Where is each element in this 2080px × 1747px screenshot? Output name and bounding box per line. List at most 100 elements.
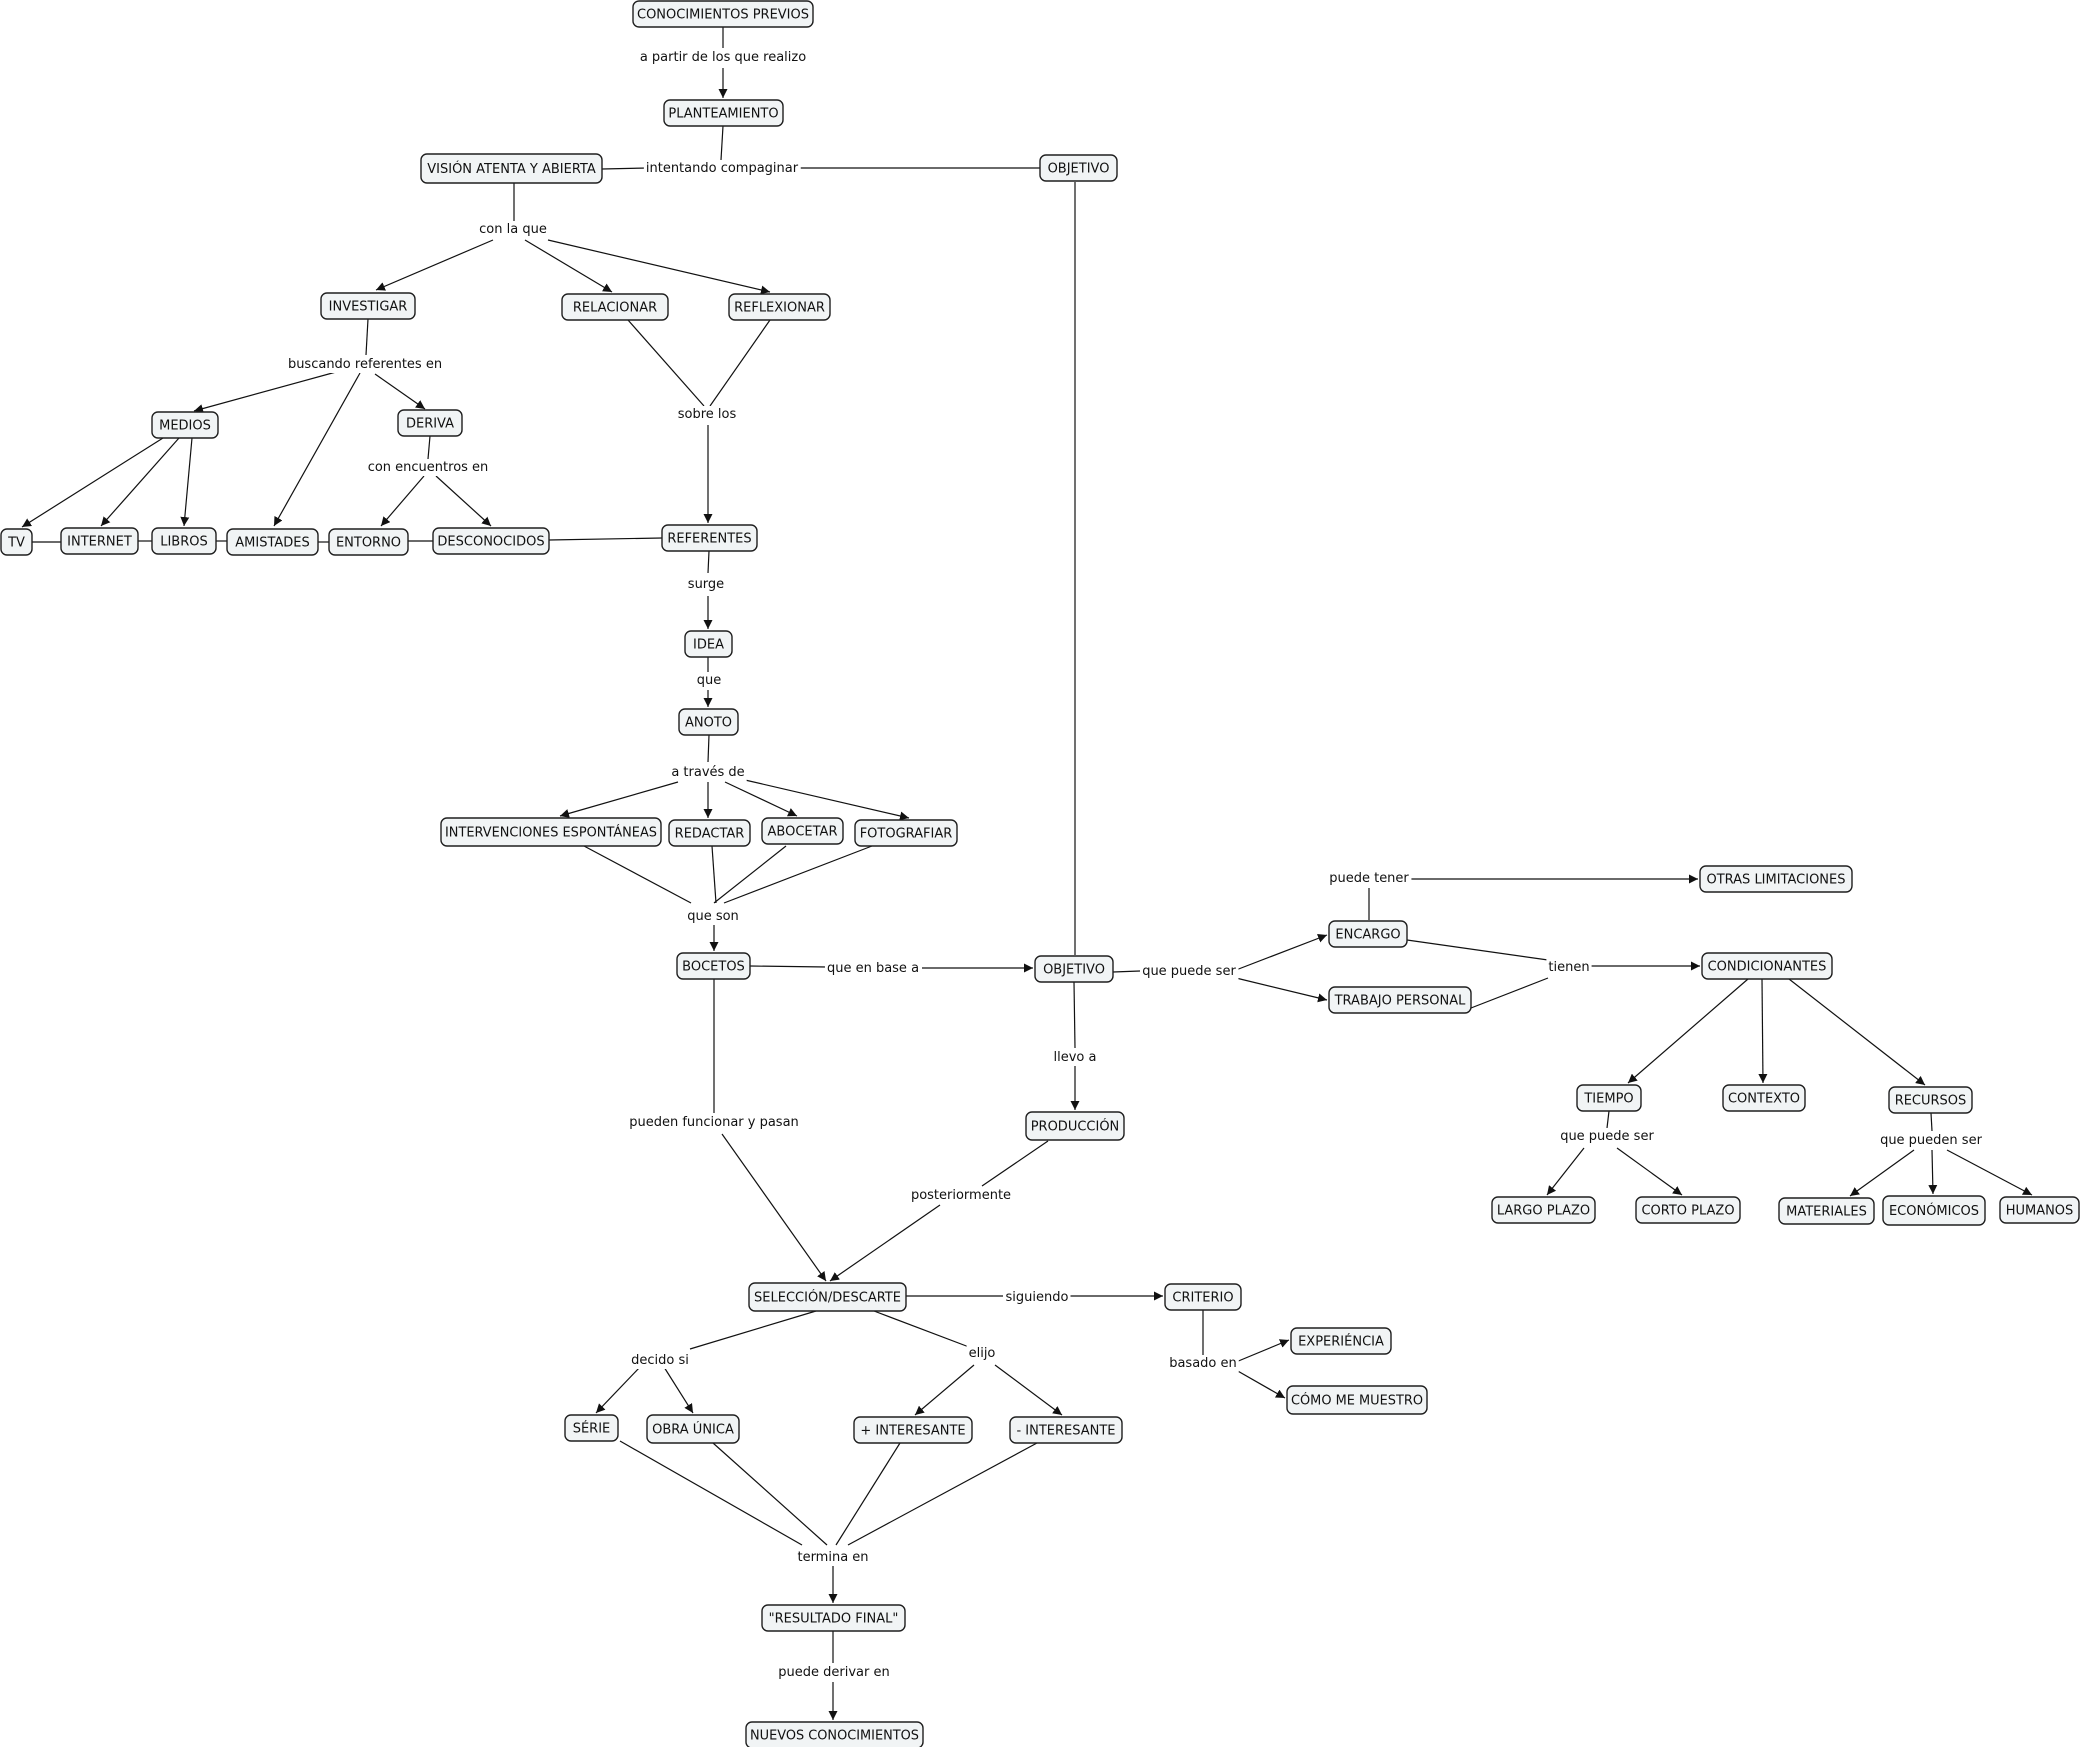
concept-node-masinteresante[interactable]: + INTERESANTE: [853, 1416, 973, 1444]
concept-node-humanos[interactable]: HUMANOS: [1999, 1196, 2080, 1224]
edge-35: [724, 781, 798, 817]
concept-node-relacionar[interactable]: RELACIONAR: [561, 293, 669, 321]
concept-node-label: REFERENTES: [667, 532, 751, 547]
concept-node-vision[interactable]: VISIÓN ATENTA Y ABIERTA: [420, 153, 603, 184]
link-label-puedederivar: puede derivar en: [778, 1665, 889, 1680]
concept-node-redactar[interactable]: REDACTAR: [668, 819, 751, 847]
edge-76: [595, 1366, 641, 1414]
edge-46: [1235, 977, 1328, 1003]
edge-82: [835, 1442, 901, 1546]
concept-node-label: IDEA: [693, 638, 724, 653]
concept-node-intervenciones[interactable]: INTERVENCIONES ESPONTÁNEAS: [440, 817, 662, 847]
concept-node-contexto[interactable]: CONTEXTO: [1722, 1084, 1806, 1112]
concept-node-label: BOCETOS: [682, 960, 745, 975]
concept-node-box: [1722, 1084, 1806, 1112]
concept-node-libros[interactable]: LIBROS: [151, 527, 217, 555]
concept-node-label: INVESTIGAR: [329, 300, 408, 315]
concept-node-nuevos[interactable]: NUEVOS CONOCIMIENTOS: [745, 1721, 924, 1747]
concept-node-condicionantes[interactable]: CONDICIONANTES: [1701, 952, 1833, 980]
edge-57: [1616, 1147, 1683, 1196]
concept-node-obraunica[interactable]: OBRA ÚNICA: [646, 1414, 740, 1444]
edge-63: [1073, 981, 1076, 1049]
concept-node-box: [1039, 154, 1118, 182]
concept-node-objetivo2[interactable]: OBJETIVO: [1034, 955, 1114, 983]
concept-node-anoto[interactable]: ANOTO: [678, 708, 739, 736]
edge-13: [21, 437, 164, 528]
link-label-bg: [1003, 1289, 1071, 1306]
concept-node-medios[interactable]: MEDIOS: [151, 411, 219, 439]
concept-node-comomuestro[interactable]: CÓMO ME MUESTRO: [1286, 1385, 1428, 1415]
concept-node-deriva[interactable]: DERIVA: [397, 409, 463, 437]
concept-node-recursos[interactable]: RECURSOS: [1888, 1086, 1973, 1114]
concept-node-produccion[interactable]: PRODUCCIÓN: [1025, 1111, 1125, 1141]
concept-node-internet[interactable]: INTERNET: [60, 527, 139, 555]
concept-node-box: [564, 1414, 619, 1442]
link-label-bg: [629, 1352, 691, 1369]
edge-77: [663, 1366, 694, 1414]
concept-node-encargo[interactable]: ENCARGO: [1328, 920, 1408, 948]
concept-node-label: ANOTO: [685, 716, 732, 731]
concept-node-box: [684, 630, 733, 658]
link-label-quepuedenser: que pueden ser: [1880, 1133, 1983, 1148]
concept-node-label: REDACTAR: [675, 827, 745, 842]
concept-node-box: [1888, 1086, 1973, 1114]
concept-node-entorno[interactable]: ENTORNO: [328, 528, 409, 556]
concept-node-criterio[interactable]: CRITERIO: [1164, 1283, 1242, 1311]
concept-node-fotografiar[interactable]: FOTOGRAFIAR: [854, 819, 958, 847]
concept-node-box: [1328, 986, 1472, 1014]
concept-node-otras[interactable]: OTRAS LIMITACIONES: [1699, 865, 1853, 893]
concept-node-investigar[interactable]: INVESTIGAR: [320, 292, 416, 320]
concept-node-largo[interactable]: LARGO PLAZO: [1491, 1196, 1596, 1224]
concept-node-materiales[interactable]: MATERIALES: [1778, 1197, 1875, 1225]
concept-node-box: [0, 528, 33, 556]
link-label-bg: [675, 406, 739, 423]
concept-node-planteamiento[interactable]: PLANTEAMIENTO: [663, 99, 784, 127]
concept-node-reflexionar[interactable]: REFLEXIONAR: [728, 293, 831, 321]
concept-node-label: MEDIOS: [159, 419, 211, 434]
concept-node-objetivo1[interactable]: OBJETIVO: [1039, 154, 1118, 182]
link-label-siguiendo: siguiendo: [1006, 1290, 1069, 1305]
link-label-puedetener: puede tener: [1329, 871, 1409, 886]
concept-node-tv[interactable]: TV: [0, 528, 33, 556]
concept-node-menosinteresante[interactable]: - INTERESANTE: [1009, 1416, 1123, 1444]
concept-node-bocetos[interactable]: BOCETOS: [676, 952, 751, 980]
concept-node-desconocidos[interactable]: DESCONOCIDOS: [432, 527, 550, 555]
concept-node-label: DERIVA: [406, 417, 454, 432]
concept-node-label: ENCARGO: [1335, 928, 1400, 943]
concept-node-idea[interactable]: IDEA: [684, 630, 733, 658]
concept-node-trabajo[interactable]: TRABAJO PERSONAL: [1328, 986, 1472, 1014]
concept-node-tiempo[interactable]: TIEMPO: [1576, 1084, 1642, 1112]
concept-node-amistades[interactable]: AMISTADES: [226, 528, 319, 556]
concept-node-serie[interactable]: SÉRIE: [564, 1414, 619, 1442]
link-label-pueden: pueden funcionar y pasan: [629, 1115, 799, 1130]
edge-52: [1627, 978, 1749, 1084]
concept-node-conocimientos[interactable]: CONOCIMIENTOS PREVIOS: [632, 0, 814, 28]
link-label-bg: [627, 1114, 801, 1131]
edge-79: [994, 1364, 1063, 1416]
concept-node-corto[interactable]: CORTO PLAZO: [1635, 1196, 1741, 1224]
concept-node-resultado[interactable]: "RESULTADO FINAL": [761, 1604, 906, 1632]
concept-node-label: OBJETIVO: [1048, 162, 1110, 177]
link-label-elijo: elijo: [969, 1346, 996, 1361]
concept-node-label: TV: [7, 536, 25, 551]
edge-67: [981, 1140, 1049, 1187]
edge-10: [193, 371, 337, 413]
concept-node-experiencia[interactable]: EXPERIÉNCIA: [1290, 1327, 1392, 1355]
concept-node-label: DESCONOCIDOS: [437, 535, 544, 550]
concept-node-label: CORTO PLAZO: [1641, 1204, 1734, 1219]
concept-node-label: SÉRIE: [573, 1421, 611, 1437]
concept-node-label: + INTERESANTE: [860, 1424, 965, 1439]
concept-node-abocetar[interactable]: ABOCETAR: [761, 817, 844, 845]
edge-2: [720, 125, 724, 161]
concept-node-label: RECURSOS: [1895, 1094, 1967, 1109]
edge-55: [1606, 1110, 1610, 1129]
link-label-bg: [795, 1549, 871, 1566]
concept-node-label: TRABAJO PERSONAL: [1334, 994, 1467, 1009]
link-label-basadoen: basado en: [1169, 1356, 1237, 1371]
concept-node-referentes[interactable]: REFERENTES: [661, 524, 758, 552]
edge-75: [873, 1310, 970, 1348]
edge-53: [1758, 978, 1768, 1084]
concept-node-box: [1025, 1111, 1125, 1141]
concept-node-economicos[interactable]: ECONÓMICOS: [1882, 1195, 1986, 1226]
concept-node-seleccion[interactable]: SELECCIÓN/DESCARTE: [748, 1282, 907, 1312]
